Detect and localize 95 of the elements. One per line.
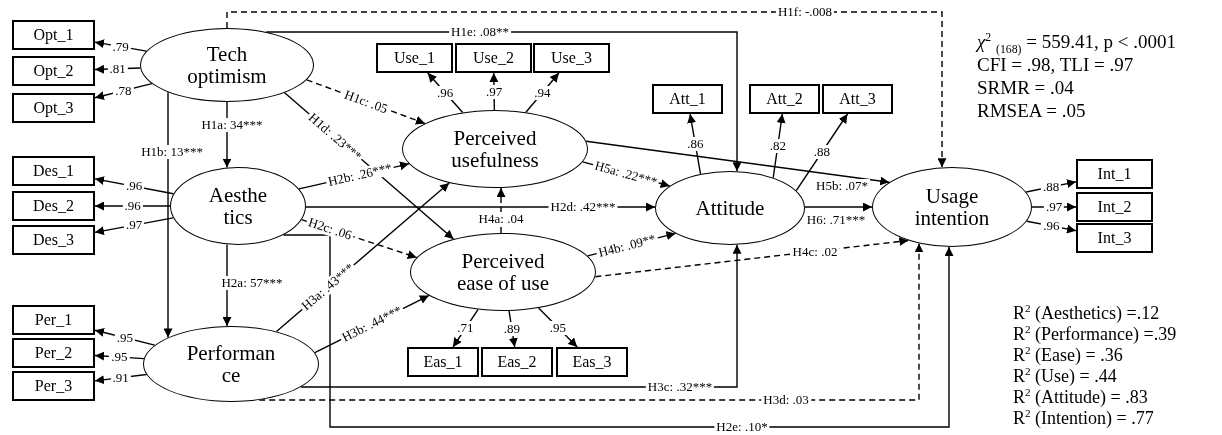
edge-label: .89 (501, 321, 522, 336)
node-label: Des_2 (33, 197, 74, 215)
indicator-box (481, 347, 553, 377)
indicator-box (12, 93, 95, 123)
r-squared-value: R$^{2}$ (Use) = .44 (1013, 367, 1117, 387)
edge-label: H1f: -.008 (775, 5, 835, 19)
node-label: Att_1 (669, 90, 706, 108)
arrow (258, 242, 924, 401)
edge-label: H2d: .42*** (548, 200, 618, 214)
edge-label: .82 (767, 138, 788, 153)
indicator-box (12, 191, 95, 221)
node-label: Per_3 (34, 377, 73, 395)
indicator-box (12, 371, 95, 401)
arrow (687, 113, 702, 175)
indicator-box (12, 156, 95, 186)
edge-label: .86 (685, 137, 706, 151)
node-label: Eas_3 (572, 353, 612, 371)
edge-label: H5b: .07* (814, 179, 870, 193)
edge-label: .88 (811, 145, 832, 160)
indicator-box (376, 43, 453, 73)
node-label: Use_2 (473, 49, 514, 67)
edge-label: H2a: 57*** (219, 276, 285, 290)
arrow (804, 202, 873, 212)
r-squared-value: R$^{2}$ (Intention) = .77 (1013, 409, 1154, 429)
indicator-box (12, 56, 95, 86)
edge-label: .97 (1043, 200, 1065, 214)
node-label: Att_3 (839, 90, 876, 108)
indicator-box (12, 305, 95, 335)
indicator-box (12, 338, 95, 368)
node-label: Per_2 (34, 344, 73, 362)
indicator-box (822, 84, 893, 114)
r-squared-value: R$^{2}$ (Attitude) = .83 (1013, 388, 1148, 408)
edge-label: H1e: .08** (449, 25, 511, 39)
edge-label: .96 (435, 85, 456, 100)
edge-label: H4c: .02 (790, 245, 840, 259)
edge-label: H1b: 13*** (139, 145, 205, 159)
fit-statistic: RMSEA = .05 (977, 101, 1086, 122)
node-label: Des_3 (33, 231, 74, 249)
node-label: Use_1 (394, 49, 435, 67)
arrow (496, 187, 506, 234)
edge-label: H3d: .03 (761, 393, 811, 407)
node-label: Aesthe tics (207, 183, 269, 229)
arrow (226, 11, 947, 168)
indicator-box (533, 43, 610, 73)
indicator-box (1076, 192, 1153, 222)
indicator-box (556, 347, 628, 377)
arrow (300, 219, 418, 259)
arrow (163, 91, 173, 339)
edge-label: .94 (532, 85, 553, 100)
edge-label: H6: .71*** (804, 213, 868, 227)
node-label: Des_1 (33, 162, 74, 180)
node-label: Opt_3 (33, 99, 74, 117)
node-label: Opt_1 (33, 26, 74, 44)
node-label: Eas_1 (423, 353, 463, 371)
indicator-box (652, 84, 723, 114)
edge-label: .97 (483, 84, 505, 99)
node-label: Usage intention (913, 184, 991, 230)
node-label: Perceived usefulness (450, 126, 540, 172)
r-squared-value: R$^{2}$ (Aesthetics) =.12 (1013, 304, 1160, 324)
edge-label: H3c: .32*** (645, 380, 715, 394)
node-label: Performan ce (185, 341, 277, 387)
node-label: Tech optimism (186, 42, 268, 88)
arrow (265, 31, 742, 172)
arrow (585, 140, 890, 186)
node-label: Attitude (695, 196, 765, 219)
indicator-box (407, 347, 479, 377)
edge-label: .71 (455, 321, 476, 336)
edge-label: H4a: .04 (476, 212, 526, 226)
indicator-box (1076, 223, 1153, 253)
arrow (282, 234, 954, 428)
indicator-box (749, 84, 820, 114)
arrow (795, 113, 849, 192)
edge-label: .96 (122, 199, 143, 213)
fit-statistic: CFI = .98, TLI = .97 (977, 55, 1134, 76)
edge-label: H2e: .10* (714, 420, 770, 434)
r-squared-value: R$^{2}$ (Ease) = .36 (1013, 346, 1123, 366)
node-label: Per_1 (34, 311, 73, 329)
node-label: Eas_2 (497, 353, 537, 371)
fit-statistic: SRMR = .04 (977, 78, 1074, 99)
indicator-box (12, 20, 95, 50)
node-label: Use_3 (551, 49, 592, 67)
node-label: Att_2 (766, 90, 803, 108)
node-label: Int_1 (1097, 165, 1132, 183)
indicator-box (455, 43, 532, 73)
r-squared-value: R$^{2}$ (Performance) =.39 (1013, 325, 1177, 345)
indicator-box (12, 225, 95, 255)
indicator-box (1076, 159, 1153, 189)
edge-label: .95 (547, 320, 568, 335)
node-label: Perceived ease of use (455, 249, 551, 295)
edge-label: H1a: 34*** (199, 118, 265, 132)
node-label: Int_2 (1097, 198, 1132, 216)
node-label: Int_3 (1097, 229, 1132, 247)
arrow (94, 328, 156, 346)
node-label: Opt_2 (33, 62, 74, 80)
arrow (222, 243, 232, 327)
